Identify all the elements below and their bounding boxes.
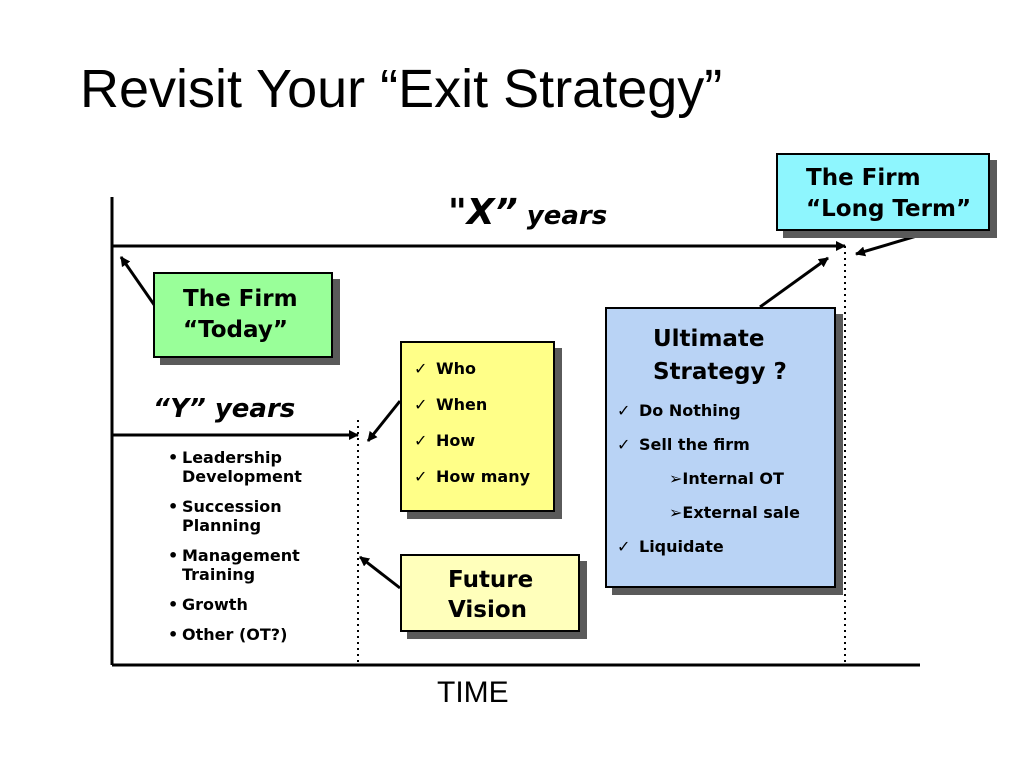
check-icon: ✓: [617, 401, 631, 420]
strategy-sub-option: ➢Internal OT: [617, 469, 834, 503]
x-years-suffix: years: [517, 201, 608, 231]
list-item-line1: Leadership: [182, 448, 282, 467]
strategy-option: ✓ Do Nothing: [617, 401, 834, 435]
strategy-sub-option-label: External sale: [682, 503, 800, 522]
strategy-option-label: Sell the firm: [639, 435, 750, 454]
bullet-icon: •: [168, 595, 179, 614]
firm-today-line2: “Today”: [183, 317, 288, 343]
firm-today-box: The Firm “Today”: [153, 272, 333, 358]
list-item-line1: Growth: [182, 595, 248, 614]
strategy-option-label: Do Nothing: [639, 401, 741, 420]
ultimate-strategy-title-line2: Strategy ?: [653, 359, 787, 385]
bullet-icon: •: [168, 448, 179, 467]
question-label: When: [436, 395, 488, 414]
bullet-icon: •: [168, 497, 179, 516]
future-vision-arrow: [359, 555, 401, 590]
strategy-option: ✓ Sell the firm: [617, 435, 834, 469]
questions-box: ✓ Who ✓ When ✓ How ✓ How many: [400, 341, 555, 512]
ultimate-strategy-box: Ultimate Strategy ? ✓ Do Nothing ✓ Sell th…: [605, 307, 836, 588]
firm-long-term-line1: The Firm: [806, 165, 921, 191]
future-vision-line1: Future: [448, 567, 534, 593]
strategy-option: ✓ Liquidate: [617, 537, 834, 571]
ultimate-strategy-arrow: [759, 256, 829, 309]
list-item: •Growth: [168, 595, 343, 614]
question-label: How many: [436, 467, 531, 486]
list-item: •Other (OT?): [168, 625, 343, 644]
y-years-label: “Y” years: [153, 394, 296, 424]
firm-long-term-box: The Firm “Long Term”: [776, 153, 990, 231]
slide-title: Revisit Your “Exit Strategy”: [80, 59, 723, 119]
question-item: ✓ Who: [414, 357, 553, 393]
check-icon: ✓: [414, 431, 428, 450]
question-item: ✓ How: [414, 429, 553, 465]
strategy-option-label: Liquidate: [639, 537, 724, 556]
check-icon: ✓: [414, 467, 428, 486]
strategy-sub-option: ➢External sale: [617, 503, 834, 537]
list-item-line2: Development: [182, 467, 302, 486]
arrowhead-bullet-icon: ➢: [669, 469, 683, 488]
list-item-line1: Succession: [182, 497, 282, 516]
check-icon: ✓: [414, 395, 428, 414]
question-item: ✓ How many: [414, 465, 553, 501]
time-axis-label: TIME: [437, 676, 509, 709]
arrowhead-bullet-icon: ➢: [669, 503, 683, 522]
check-icon: ✓: [617, 435, 631, 454]
ultimate-strategy-title: Ultimate Strategy ?: [617, 323, 834, 389]
question-label: Who: [436, 359, 477, 378]
question-item: ✓ When: [414, 393, 553, 429]
list-item-line1: Management: [182, 546, 300, 565]
question-label: How: [436, 431, 476, 450]
questions-arrow: [366, 400, 402, 442]
list-item-line2: Planning: [182, 516, 262, 535]
x-years-label: "X” years: [448, 192, 607, 233]
firm-today-line1: The Firm: [183, 286, 298, 312]
future-vision-box: Future Vision: [400, 554, 580, 632]
ultimate-strategy-title-line1: Ultimate: [653, 326, 765, 352]
firm-long-term-line2: “Long Term”: [806, 196, 972, 222]
x-years-quoted: "X”: [448, 192, 518, 233]
list-item-line2: Training: [182, 565, 256, 584]
bullet-icon: •: [168, 546, 179, 565]
strategy-sub-option-label: Internal OT: [682, 469, 784, 488]
bullet-icon: •: [168, 625, 179, 644]
check-icon: ✓: [617, 537, 631, 556]
future-vision-line2: Vision: [448, 597, 528, 623]
check-icon: ✓: [414, 359, 428, 378]
today-arrow: [119, 256, 157, 307]
list-item-line1: Other (OT?): [182, 625, 288, 644]
long-term-arrow: [855, 230, 931, 257]
